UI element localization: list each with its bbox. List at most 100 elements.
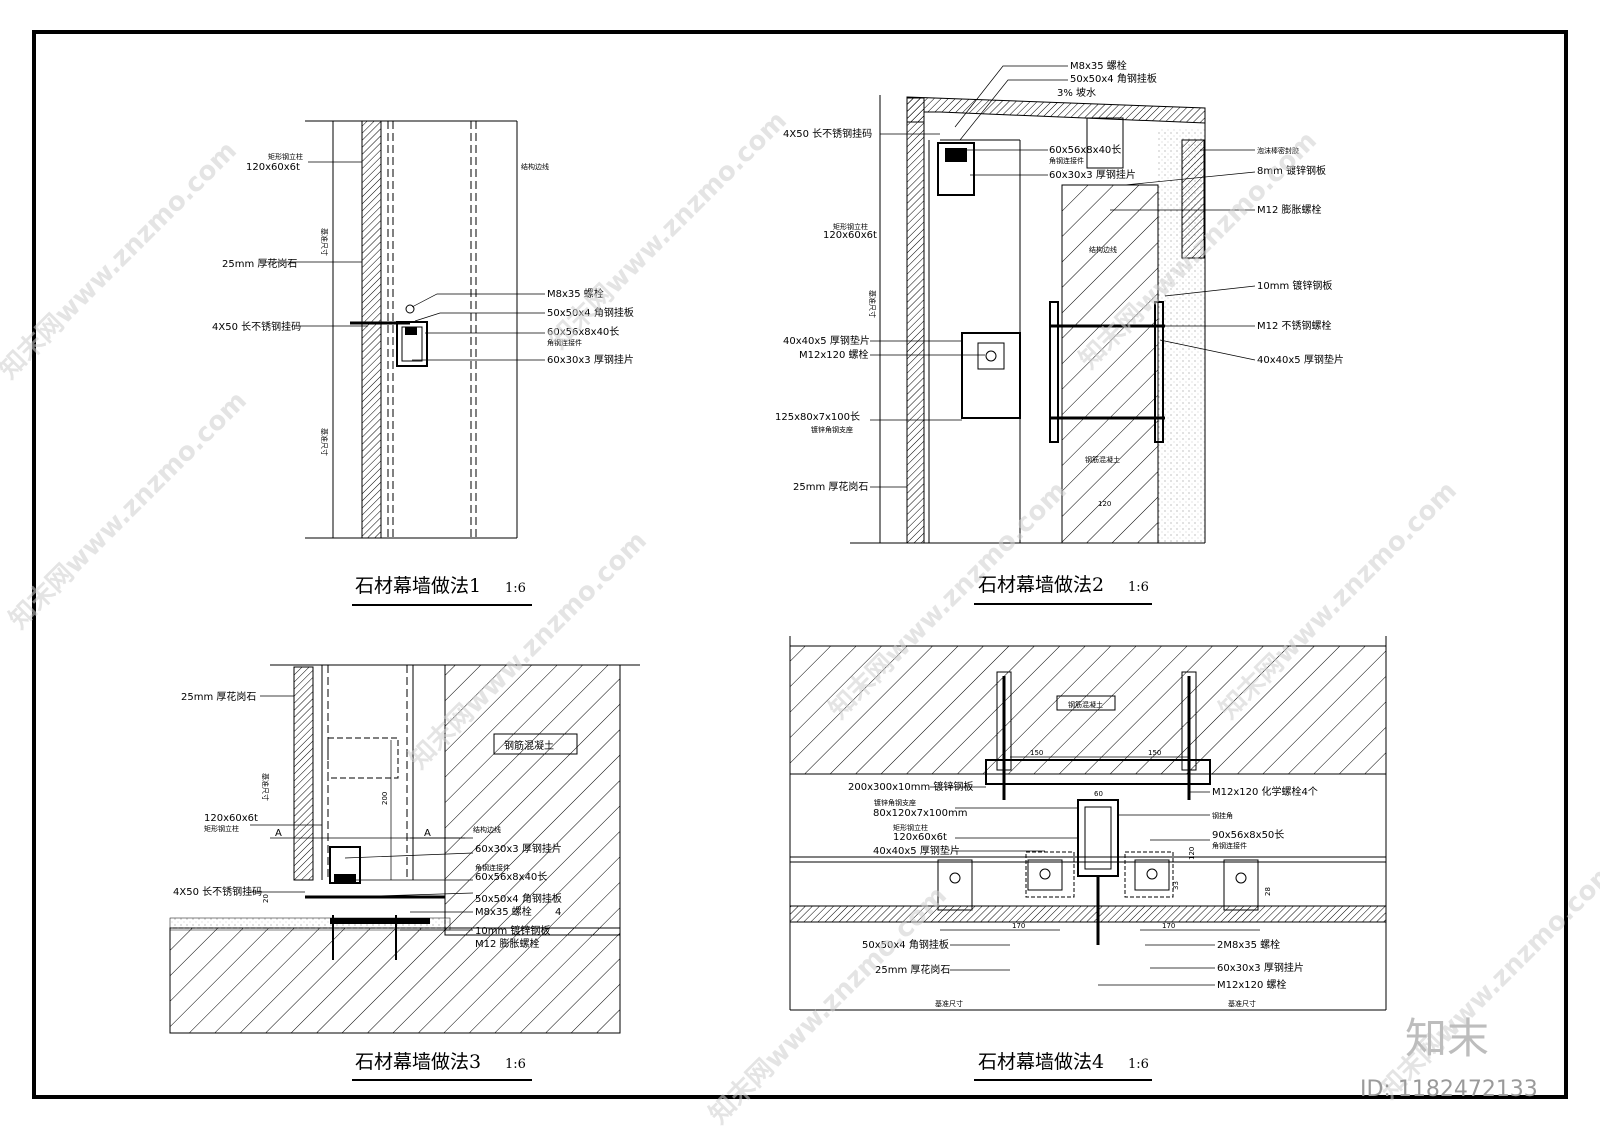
stone-panel — [906, 97, 925, 544]
d2-label: 3% 坡水 — [1057, 86, 1096, 99]
d1-label: 基准尺寸 — [320, 428, 329, 456]
d4-label: 60x30x3 厚钢挂片 — [1217, 961, 1304, 974]
watermark-text: 知末网www.znzmo.com — [544, 106, 793, 355]
d4-label: 25mm 厚花岗石 — [875, 963, 950, 976]
detail-scale: 1:6 — [1128, 580, 1149, 595]
d4-label: 镀锌角钢支座 — [874, 798, 916, 807]
d2-label: 4X50 长不锈钢挂码 — [783, 127, 872, 140]
d4-label: 矩形钢立柱 — [893, 823, 928, 832]
detail-scale: 1:6 — [505, 581, 526, 596]
d2-label: 矩形钢立柱 — [833, 222, 868, 231]
sheet-border — [32, 30, 1568, 1099]
concrete-column — [1061, 184, 1159, 544]
watermark-text: 知末网www.znzmo.com — [4, 386, 253, 635]
detail-3: 钢筋混凝土 基准尺寸 25mm 厚花岗石 120x60x6t 矩形钢立柱 A A… — [169, 664, 640, 1081]
detail-title: 石材幕墙做法1 — [355, 575, 481, 597]
d2-label: 40x40x5 厚钢垫片 — [783, 334, 870, 347]
d2-label: 125x80x7x100长 — [775, 411, 860, 423]
d2-label: M12 不锈钢螺栓 — [1257, 319, 1332, 332]
d2-label: 基准尺寸 — [868, 290, 877, 318]
d3-label: 基准尺寸 — [261, 773, 270, 801]
d3-label: 50x50x4 角钢挂板 — [475, 892, 562, 905]
d1-label: 120x60x6t — [246, 162, 300, 173]
detail-title: 石材幕墙做法3 — [355, 1051, 481, 1073]
watermark-text: 知末网www.znzmo.com — [0, 136, 243, 385]
detail-4: 钢筋混凝土 150 150 200x300x10mm 镀锌钢板 M12x120 … — [789, 636, 1387, 1081]
d4-label: 150 — [1148, 749, 1161, 757]
d2-label: 泡沫棒密封胶 — [1257, 146, 1299, 155]
d2-label: 60x56x8x40长 — [1049, 144, 1121, 156]
detail-scale: 1:6 — [505, 1057, 526, 1072]
d4-label: 200x300x10mm 镀锌钢板 — [848, 780, 973, 793]
d4-label: 基准尺寸 — [935, 999, 963, 1008]
d1-label: 60x30x3 厚钢挂片 — [547, 353, 634, 366]
d2-label: M12 膨胀螺栓 — [1257, 203, 1322, 216]
d3-label: 结构边线 — [473, 825, 501, 834]
d3-label: 200 — [381, 792, 389, 805]
detail-2: M8x35 螺栓 50x50x4 角钢挂板 3% 坡水 4X50 长不锈钢挂码 … — [775, 59, 1344, 605]
d3-label: 角钢连接件 — [475, 863, 510, 872]
d4-label: 2M8x35 螺栓 — [1217, 938, 1280, 951]
d4-label: 170 — [1012, 922, 1025, 930]
d4-label: 33 — [1172, 881, 1180, 890]
stone-panel — [789, 905, 1387, 923]
d4-label: 基准尺寸 — [1228, 999, 1256, 1008]
d3-label: A — [424, 828, 431, 839]
d4-label: 角钢连接件 — [1212, 841, 1247, 850]
d4-label: 170 — [1162, 922, 1175, 930]
d2-label: M8x35 螺栓 — [1070, 59, 1127, 72]
d4-label: 28 — [1264, 887, 1272, 896]
d2-label: 钢筋混凝土 — [1085, 455, 1120, 464]
d4-label: 150 — [1030, 749, 1043, 757]
d4-label: 钢挂角 — [1212, 811, 1233, 820]
stone-panel — [361, 120, 382, 539]
d4-label: 120x60x6t — [893, 832, 947, 843]
d1-label: 结构边线 — [521, 162, 549, 171]
d3-label: A — [275, 828, 282, 839]
concrete-slab — [444, 664, 621, 936]
watermark-id: ID: 1182472133 — [1360, 1077, 1538, 1102]
d2-label: M12x120 螺栓 — [799, 348, 869, 361]
d4-label: 80x120x7x100mm — [873, 808, 968, 819]
d1-label: M8x35 螺栓 — [547, 287, 604, 300]
d3-label: 60x30x3 厚钢挂片 — [475, 842, 562, 855]
d4-label: M12x120 化学螺栓4个 — [1212, 785, 1318, 798]
d2-label: 角钢连接件 — [1049, 156, 1084, 165]
d4-label: 90x56x8x50长 — [1212, 829, 1284, 841]
d1-label: 60x56x8x40长 — [547, 326, 619, 338]
d2-label: 60x30x3 厚钢挂片 — [1049, 168, 1136, 181]
d2-label: 8mm 镀锌钢板 — [1257, 164, 1326, 177]
d4-label: 60 — [1094, 790, 1103, 798]
d3-label: 10mm 镀锌钢板 — [475, 924, 550, 937]
d1-label: 角钢连接件 — [547, 338, 582, 347]
d3-label: M12 膨胀螺栓 — [475, 937, 540, 950]
detail-scale: 1:6 — [1128, 1057, 1149, 1072]
d2-label: 120 — [1098, 500, 1111, 508]
d4-label: 钢筋混凝土 — [1068, 700, 1103, 709]
watermark-logo: 知末 — [1405, 1014, 1489, 1063]
d3-label: 60x56x8x40长 — [475, 871, 547, 883]
d3-label: M8x35 螺栓 — [475, 905, 532, 918]
stone-panel — [293, 666, 314, 881]
d3-label: 4 — [555, 907, 561, 918]
d1-label: 矩形钢立柱 — [268, 152, 303, 161]
d1-label: 50x50x4 角钢挂板 — [547, 306, 634, 319]
d1-label: 25mm 厚花岗石 — [222, 257, 297, 270]
d4-label: M12x120 螺栓 — [1217, 978, 1287, 991]
d4-label: 120 — [1188, 847, 1196, 860]
d2-label: 25mm 厚花岗石 — [793, 480, 868, 493]
d3-label: 钢筋混凝土 — [504, 739, 554, 752]
d2-label: 120x60x6t — [823, 230, 877, 241]
detail-title: 石材幕墙做法2 — [978, 574, 1104, 596]
d3-label: 25mm 厚花岗石 — [181, 690, 256, 703]
d2-label: 镀锌角钢支座 — [811, 425, 853, 434]
detail-1: 矩形钢立柱 120x60x6t 25mm 厚花岗石 4X50 长不锈钢挂码 M8… — [212, 120, 634, 606]
d3-label: 20 — [262, 894, 270, 903]
d2-label: 结构边线 — [1089, 245, 1117, 254]
d4-label: 50x50x4 角钢挂板 — [862, 938, 949, 951]
d2-label: 40x40x5 厚钢垫片 — [1257, 353, 1344, 366]
d4-label: 40x40x5 厚钢垫片 — [873, 844, 960, 857]
d3-label: 120x60x6t — [204, 813, 258, 824]
detail-title: 石材幕墙做法4 — [978, 1051, 1104, 1073]
